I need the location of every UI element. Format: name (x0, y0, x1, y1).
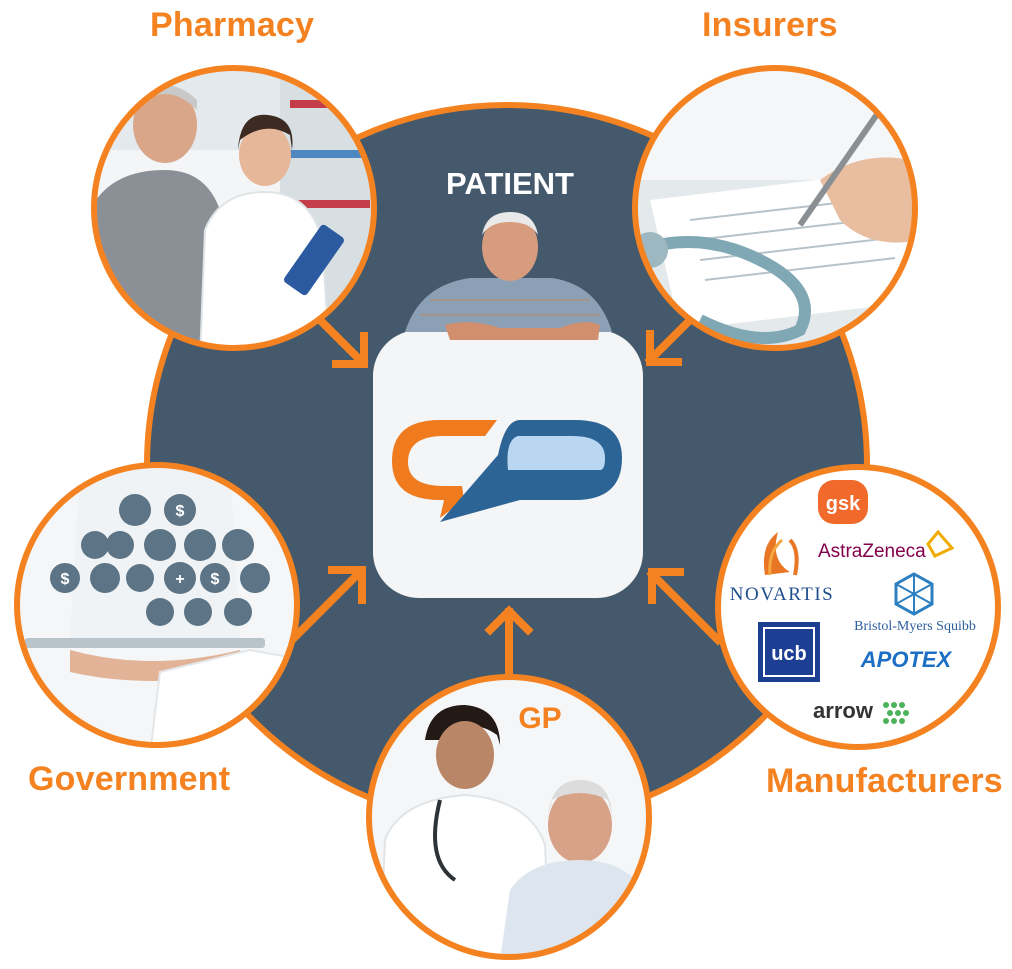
arrow-from-pharmacy (312, 312, 368, 368)
government-photo-icon: $ $ $ + (14, 462, 300, 748)
manufacturers-logo-panel: gsk NOVARTIS AstraZeneca Bristol-Myers S… (715, 464, 1001, 750)
pharmacy-label: Pharmacy (150, 6, 315, 44)
gp-photo-icon (366, 674, 652, 960)
insurers-label: Insurers (702, 6, 838, 44)
arrow-logo: arrow (813, 698, 909, 724)
novartis-logo: NOVARTIS (730, 532, 834, 605)
arrow-from-manufacturers (646, 568, 724, 646)
apotex-logo: APOTEX (860, 647, 953, 672)
novartis-label: NOVARTIS (730, 584, 834, 605)
gsk-label: gsk (826, 493, 861, 515)
arrow-from-gp (484, 605, 534, 676)
insurers-photo-icon (632, 65, 918, 351)
ucb-logo: ucb (758, 622, 820, 682)
bms-label: Bristol-Myers Squibb (854, 619, 976, 634)
gp-label: GP (518, 702, 562, 735)
ucb-label: ucb (771, 643, 807, 665)
svg-text:$: $ (211, 571, 220, 588)
astrazeneca-logo: AstraZeneca (818, 529, 955, 562)
patient-title: PATIENT (445, 166, 574, 201)
manufacturers-label: Manufacturers (766, 762, 1003, 800)
svg-text:$: $ (176, 503, 185, 520)
arrows (286, 312, 724, 676)
svg-text:+: + (175, 571, 184, 588)
svg-text:$: $ (61, 571, 70, 588)
gsk-logo: gsk (818, 480, 868, 524)
astrazeneca-label: AstraZeneca (818, 541, 926, 562)
apotex-label: APOTEX (860, 647, 953, 672)
patient-photo-icon (405, 212, 612, 340)
arrow-from-government (286, 566, 366, 646)
arrow-from-insurers (644, 312, 698, 366)
app-logo-icon (392, 420, 622, 522)
app-tile (373, 330, 643, 598)
bms-logo: Bristol-Myers Squibb (854, 572, 976, 634)
arrow-label: arrow (813, 698, 874, 723)
government-label: Government (28, 760, 231, 798)
